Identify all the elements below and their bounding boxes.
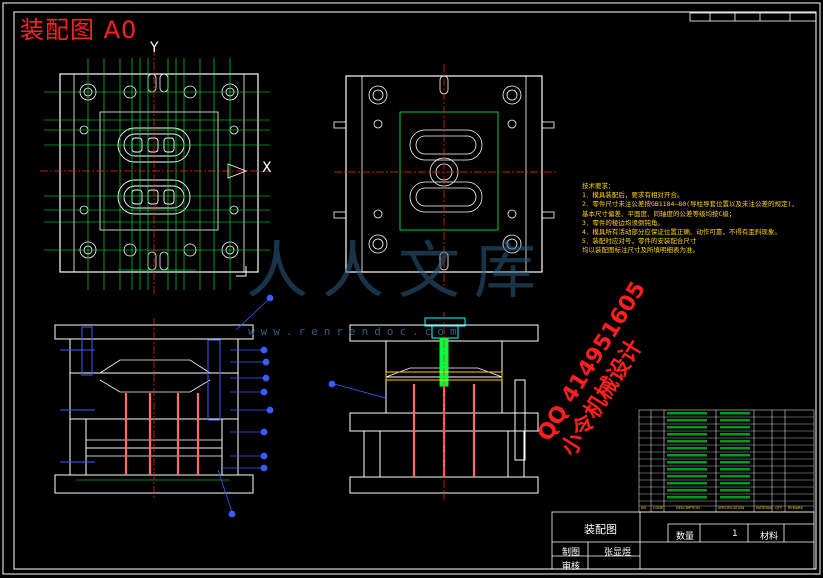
section-view-b bbox=[328, 312, 539, 500]
sheet-title: 装配图 A0 bbox=[20, 16, 138, 44]
bom-table bbox=[638, 409, 815, 513]
drawing-name: 装配图 bbox=[584, 523, 617, 536]
axis-y-label: Y bbox=[150, 40, 159, 56]
plan-view-moving-half bbox=[40, 48, 270, 296]
bom-header-material: MATERIAL bbox=[756, 506, 774, 510]
axis-x-label: X bbox=[262, 160, 272, 176]
drawn-by: 张显煜 bbox=[604, 548, 632, 558]
drawn-label: 制图 bbox=[562, 548, 581, 558]
bom-header-description: DESCRIPTION bbox=[676, 506, 700, 510]
quantity-label: 数量 bbox=[676, 532, 695, 542]
notes-item: 4．模具所有活动部分应保证位置正确、动作可靠，不得有歪斜现象。 bbox=[582, 228, 781, 237]
notes-item: 基本尺寸偏差、平面度、同轴度的公差等级均按C级； bbox=[582, 209, 736, 218]
notes-heading: 技术要求： bbox=[582, 182, 615, 190]
plan-view-fixed-half bbox=[333, 64, 556, 286]
bom-header-qty: QTY bbox=[775, 506, 783, 510]
material-label: 材料 bbox=[760, 532, 779, 542]
checked-label: 审核 bbox=[562, 562, 581, 572]
bom-header-remark: REMARK bbox=[788, 506, 803, 510]
leader-balloons-a bbox=[217, 294, 274, 518]
bom-row-fills bbox=[667, 412, 750, 499]
bom-header-code: CODE bbox=[653, 506, 664, 510]
inner-border bbox=[13, 11, 817, 570]
quantity-value: 1 bbox=[732, 529, 738, 539]
bom-header-specification: SPECIFICATION bbox=[718, 506, 745, 510]
notes-item: 2．零件尺寸未注公差按GB1184—80(导柱导套位置以及未注公差的规定)， bbox=[582, 200, 798, 209]
bom-header-no: NO bbox=[641, 506, 647, 510]
technical-requirements: 技术要求： 1．模具装配后，要求有相对开合。 2．零件尺寸未注公差按GB1184… bbox=[582, 182, 798, 256]
notes-item: 1．模具装配后，要求有相对开合。 bbox=[582, 191, 684, 200]
notes-item: 均以装配图标注尺寸及所填明细表为准。 bbox=[582, 246, 699, 255]
notes-item: 5．装配时应对号，零件的安装配合尺寸 bbox=[582, 237, 697, 246]
section-view-a bbox=[54, 318, 254, 500]
watermark-brand: 人人文库 bbox=[246, 234, 551, 307]
notes-item: 3．零件的棱边均须倒钝角。 bbox=[582, 218, 664, 227]
watermark-url: www.renrendoc.com bbox=[248, 325, 463, 338]
corner-title-box bbox=[689, 12, 817, 22]
title-block-grid bbox=[551, 511, 815, 570]
